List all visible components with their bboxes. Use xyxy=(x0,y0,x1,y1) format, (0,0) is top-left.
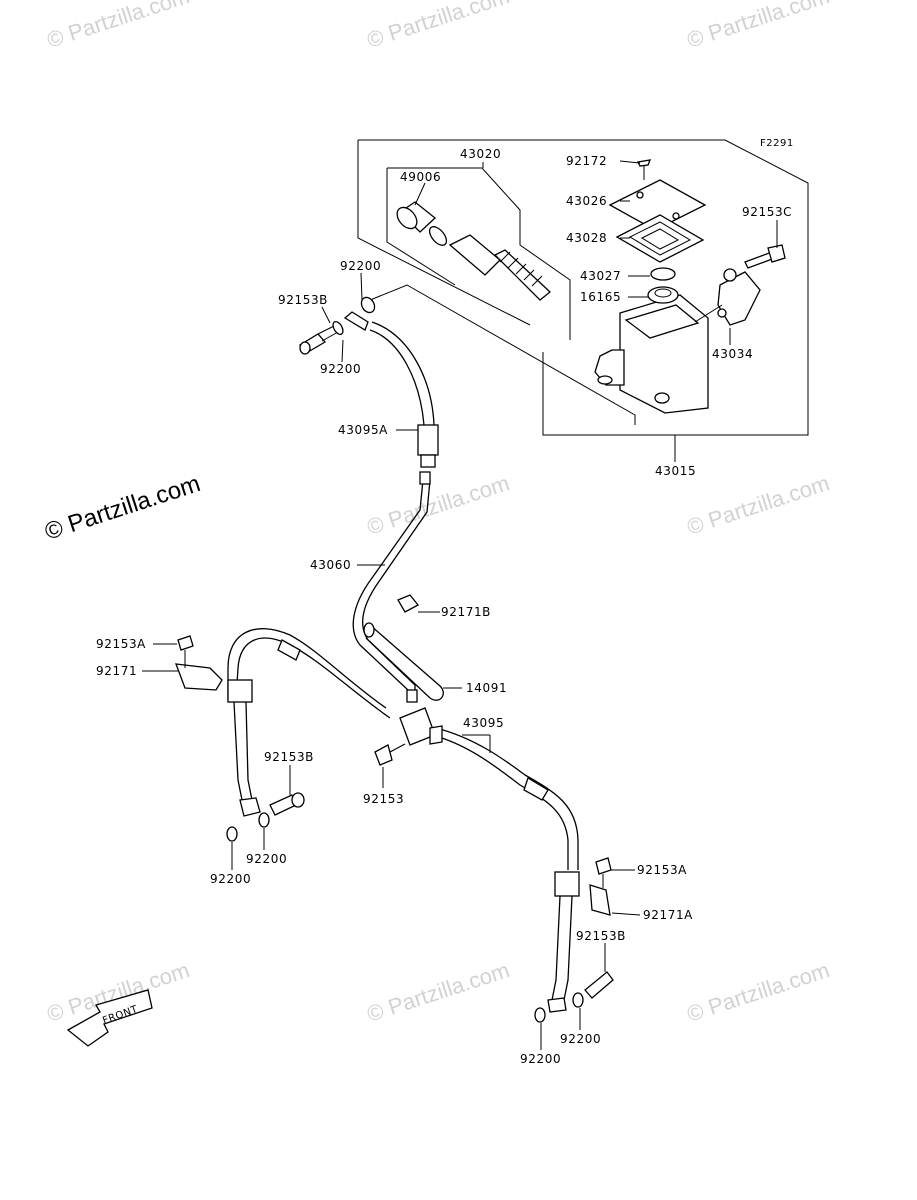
bolt xyxy=(177,635,194,651)
label-92200: 92200 xyxy=(520,1052,561,1066)
label-92153c: 92153C xyxy=(742,205,792,219)
label-14091: 14091 xyxy=(466,681,507,695)
screw xyxy=(637,159,652,167)
label-43095: 43095 xyxy=(463,716,504,730)
label-92172: 92172 xyxy=(566,154,607,168)
assembly-frame xyxy=(357,139,809,436)
diaphragm-plate xyxy=(615,214,705,263)
label-43028: 43028 xyxy=(566,231,607,245)
piston-kit-frame xyxy=(386,167,571,340)
watermark: © Partzilla.com xyxy=(684,957,833,1027)
washer xyxy=(258,812,270,828)
leader-lines xyxy=(142,160,778,1050)
label-43027: 43027 xyxy=(580,269,621,283)
assembly-frame-inner xyxy=(362,284,636,425)
washer xyxy=(572,992,584,1008)
reservoir-cap xyxy=(608,179,707,231)
diaphragm-ring xyxy=(650,267,676,281)
label-92153a: 92153A xyxy=(637,863,687,877)
hose-fitting xyxy=(227,679,253,703)
cap-hole xyxy=(636,191,644,199)
label-92171b: 92171B xyxy=(441,605,491,619)
brake-hose-right xyxy=(431,734,569,870)
watermark: © Partzilla.com xyxy=(44,0,193,53)
label-92200: 92200 xyxy=(340,259,381,273)
label-43034: 43034 xyxy=(712,347,753,361)
banjo-bolt xyxy=(584,971,614,999)
label-92200: 92200 xyxy=(560,1032,601,1046)
label-92153b: 92153B xyxy=(264,750,314,764)
part-labels: 43020 49006 92172 43026 92153C 43028 430… xyxy=(96,147,792,1066)
bracket xyxy=(175,663,223,691)
label-92200: 92200 xyxy=(320,362,361,376)
brake-pipe xyxy=(352,479,424,700)
main-watermark: © Partzilla.com xyxy=(42,470,204,546)
master-cylinder xyxy=(594,294,709,414)
hose-fitting xyxy=(554,871,580,897)
label-92171a: 92171A xyxy=(643,908,693,922)
clip xyxy=(397,594,419,613)
watermark: © Partzilla.com xyxy=(364,957,513,1027)
bracket xyxy=(589,884,611,916)
watermark: © Partzilla.com xyxy=(684,0,833,53)
hose-fitting xyxy=(417,424,439,456)
brake-hose-upper xyxy=(369,329,425,455)
watermark: © Partzilla.com xyxy=(364,0,513,53)
clamp xyxy=(717,271,761,326)
label-92200: 92200 xyxy=(210,872,251,886)
bolt xyxy=(374,744,393,766)
washer xyxy=(360,296,376,314)
banjo-fitting xyxy=(343,311,369,331)
label-92153b: 92153B xyxy=(278,293,328,307)
label-43060: 43060 xyxy=(310,558,351,572)
piston-kit xyxy=(396,201,551,301)
cap-hole xyxy=(672,212,680,220)
label-43020: 43020 xyxy=(460,147,501,161)
label-92153a: 92153A xyxy=(96,637,146,651)
bolt xyxy=(595,857,612,875)
label-43015: 43015 xyxy=(655,464,696,478)
washer xyxy=(332,320,344,336)
watermark-layer: © Partzilla.com © Partzilla.com © Partzi… xyxy=(42,0,833,1027)
washer xyxy=(226,826,238,842)
watermark: © Partzilla.com xyxy=(364,470,513,540)
label-92200: 92200 xyxy=(246,852,287,866)
label-92153b: 92153B xyxy=(576,929,626,943)
label-49006: 49006 xyxy=(400,170,441,184)
label-92171: 92171 xyxy=(96,664,137,678)
label-92153: 92153 xyxy=(363,792,404,806)
washer xyxy=(534,1007,546,1023)
label-43095a: 43095A xyxy=(338,423,388,437)
figure-code: F2291 xyxy=(760,138,794,149)
label-43026: 43026 xyxy=(566,194,607,208)
watermark: © Partzilla.com xyxy=(684,470,833,540)
grommet xyxy=(365,624,444,701)
label-16165: 16165 xyxy=(580,290,621,304)
